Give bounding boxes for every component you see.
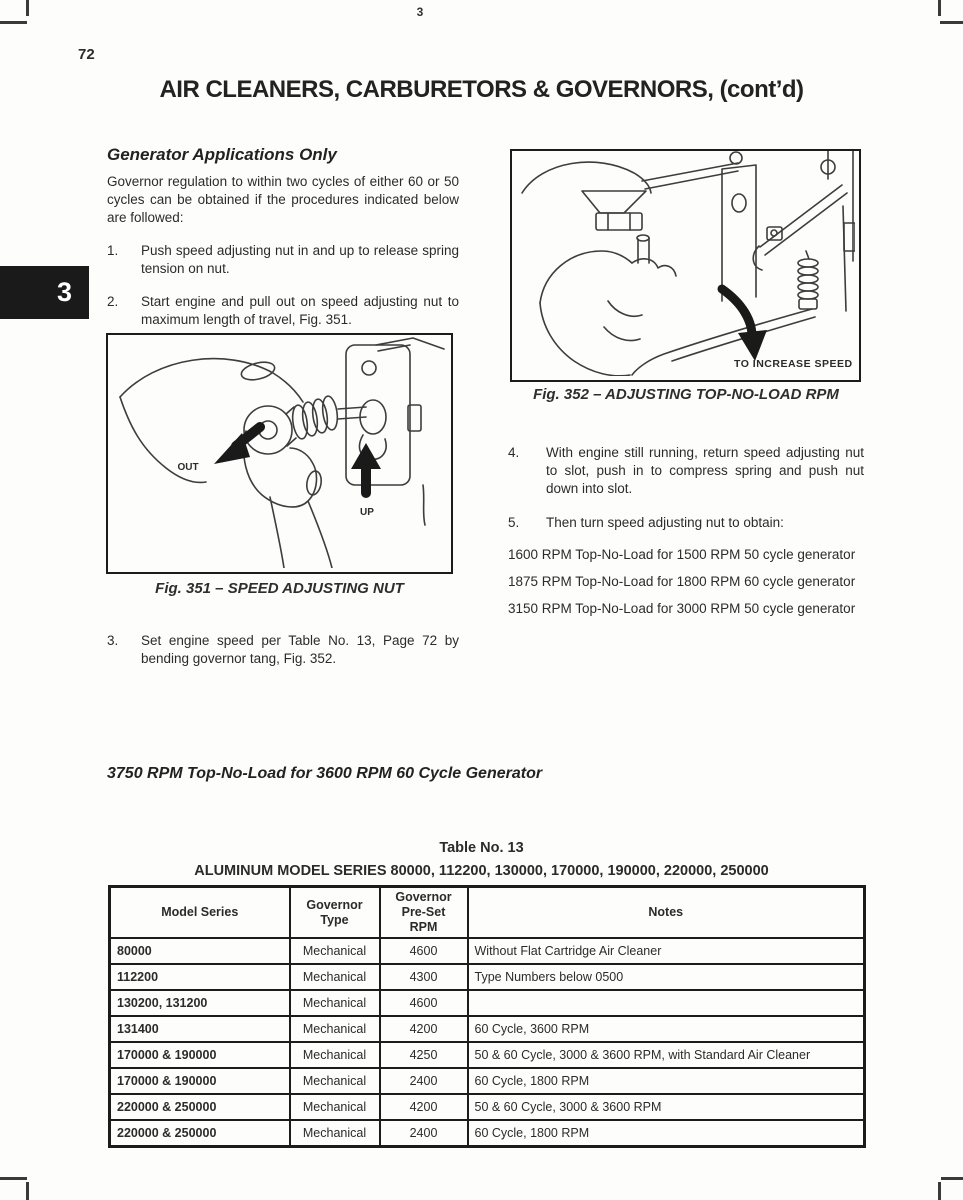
table-row: 112200 Mechanical 4300 Type Numbers belo… bbox=[108, 963, 866, 991]
step-3-text: Set engine speed per Table No. 13, Page … bbox=[141, 633, 459, 666]
table-row: 130200, 131200 Mechanical 4600 bbox=[108, 989, 866, 1017]
rpm-3600-highlight: 3750 RPM Top-No-Load for 3600 RPM 60 Cyc… bbox=[107, 765, 543, 782]
step-2-number: 2. bbox=[107, 294, 119, 309]
step-2-text: Start engine and pull out on speed adjus… bbox=[141, 294, 459, 327]
step-4: 4. With engine still running, return spe… bbox=[508, 444, 864, 498]
svg-text:UP: UP bbox=[360, 507, 374, 518]
page-number: 72 bbox=[78, 46, 95, 63]
section-heading: Generator Applications Only bbox=[107, 145, 337, 164]
top-section-ref: 3 bbox=[416, 5, 424, 19]
step-4-text: With engine still running, return speed … bbox=[546, 445, 864, 496]
step-5-text: Then turn speed adjusting nut to obtain: bbox=[546, 515, 784, 530]
adjusting-top-no-load-rpm-illustration: TO INCREASE SPEED bbox=[521, 151, 855, 376]
section-tab-number: 3 bbox=[56, 277, 72, 307]
table-row: 170000 & 190000 Mechanical 2400 60 Cycle… bbox=[108, 1067, 866, 1095]
col-header-preset-rpm: Governor Pre-Set RPM bbox=[378, 885, 469, 939]
table-subtitle: ALUMINUM MODEL SERIES 80000, 112200, 130… bbox=[194, 863, 769, 879]
svg-text:OUT: OUT bbox=[177, 462, 198, 473]
out-arrow-icon bbox=[214, 422, 265, 464]
step-4-number: 4. bbox=[508, 445, 520, 460]
step-2: 2. Start engine and pull out on speed ad… bbox=[107, 293, 459, 329]
section-tab: 3 bbox=[0, 266, 89, 319]
rpm-settings-list: 1600 RPM Top-No-Load for 1500 RPM 50 cyc… bbox=[508, 546, 864, 618]
table-row: 170000 & 190000 Mechanical 4250 50 & 60 … bbox=[108, 1041, 866, 1069]
cropmark-bottom-right-h bbox=[941, 1177, 963, 1180]
cropmark-bottom-left-v bbox=[26, 1182, 29, 1200]
table-title: Table No. 13 bbox=[439, 840, 524, 856]
step-1-number: 1. bbox=[107, 243, 119, 258]
step-1-text: Push speed adjusting nut in and up to re… bbox=[141, 243, 459, 276]
svg-text:TO INCREASE SPEED: TO INCREASE SPEED bbox=[734, 358, 853, 370]
step-3: 3. Set engine speed per Table No. 13, Pa… bbox=[107, 632, 459, 668]
cropmark-bottom-left-h bbox=[0, 1177, 27, 1180]
left-column: Generator Applications Only Governor reg… bbox=[107, 145, 459, 329]
page-title: AIR CLEANERS, CARBURETORS & GOVERNORS, (… bbox=[159, 76, 804, 103]
intro-paragraph: Governor regulation to within two cycles… bbox=[107, 174, 459, 225]
step-1: 1. Push speed adjusting nut in and up to… bbox=[107, 242, 459, 278]
up-arrow-icon bbox=[351, 443, 381, 498]
rpm-line-1500: 1600 RPM Top-No-Load for 1500 RPM 50 cyc… bbox=[508, 547, 856, 562]
cropmark-top-right-v bbox=[938, 0, 941, 16]
table-header-row: Model Series Governor Type Governor Pre-… bbox=[108, 885, 866, 939]
cropmark-top-left-h bbox=[0, 21, 27, 24]
rpm-line-1800: 1875 RPM Top-No-Load for 1800 RPM 60 cyc… bbox=[508, 574, 856, 589]
speed-adjusting-nut-illustration: OUT UP bbox=[119, 337, 445, 568]
table-row: 220000 & 250000 Mechanical 2400 60 Cycle… bbox=[108, 1119, 866, 1148]
cropmark-top-right-h bbox=[940, 21, 963, 24]
table-row: 220000 & 250000 Mechanical 4200 50 & 60 … bbox=[108, 1093, 866, 1121]
table-row: 131400 Mechanical 4200 60 Cycle, 3600 RP… bbox=[108, 1015, 866, 1043]
step-3-number: 3. bbox=[107, 633, 119, 648]
rpm-line-3000: 3150 RPM Top-No-Load for 3000 RPM 50 cyc… bbox=[508, 601, 856, 616]
figure-351-caption: Fig. 351 – SPEED ADJUSTING NUT bbox=[155, 580, 404, 597]
governor-preset-table: Model Series Governor Type Governor Pre-… bbox=[108, 885, 866, 1148]
col-header-governor-type: Governor Type bbox=[288, 885, 381, 939]
col-header-model-series: Model Series bbox=[108, 885, 291, 939]
cropmark-bottom-right-v bbox=[938, 1182, 941, 1200]
increase-speed-arrow-icon bbox=[717, 284, 767, 361]
figure-351: OUT UP bbox=[106, 333, 453, 574]
cropmark-top-left-v bbox=[26, 0, 29, 16]
step-5-number: 5. bbox=[508, 515, 520, 530]
table-row: 80000 Mechanical 4600 Without Flat Cartr… bbox=[108, 937, 866, 965]
col-header-notes: Notes bbox=[466, 885, 866, 939]
right-column: 4. With engine still running, return spe… bbox=[508, 444, 864, 618]
step-5: 5. Then turn speed adjusting nut to obta… bbox=[508, 514, 864, 532]
figure-352-caption: Fig. 352 – ADJUSTING TOP-NO-LOAD RPM bbox=[533, 386, 839, 403]
figure-352: TO INCREASE SPEED bbox=[510, 149, 861, 382]
